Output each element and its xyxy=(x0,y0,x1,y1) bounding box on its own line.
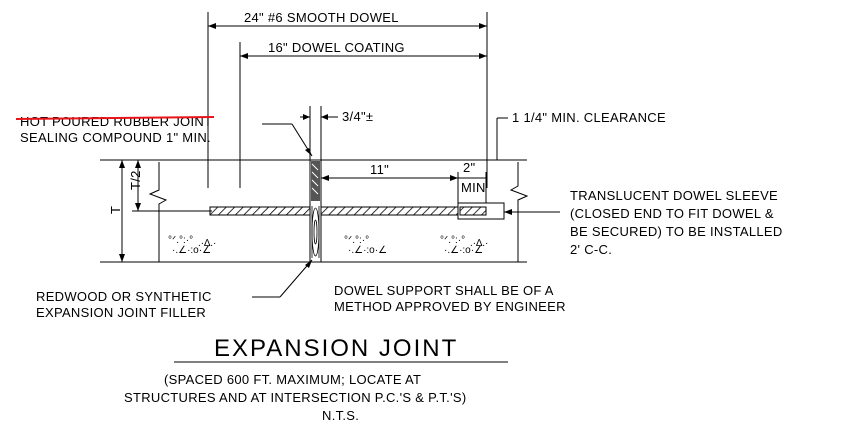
joint-width-label: 3/4"± xyxy=(342,109,373,124)
sealing-leader xyxy=(262,123,313,157)
support-label-line2: METHOD APPROVED BY ENGINEER xyxy=(334,299,566,314)
coating-label: 16" DOWEL COATING xyxy=(268,40,405,55)
sleeve-leader xyxy=(504,209,560,215)
coating-dimension xyxy=(239,42,487,188)
svg-text:°ᐟ.°:·°: °ᐟ.°:·° xyxy=(440,235,465,246)
dowel-label: 24" #6 SMOOTH DOWEL xyxy=(244,10,399,25)
svg-text:·.∠·:o·∠: ·.∠·:o·∠ xyxy=(348,245,387,256)
dowel-bar xyxy=(209,206,459,216)
sleeve-label-line4: 2' C-C. xyxy=(570,242,612,257)
joint-filler xyxy=(309,159,322,263)
filler-label-line2: EXPANSION JOINT FILLER xyxy=(36,305,206,320)
nts-label: N.T.S. xyxy=(322,408,359,423)
joint-width-dimension xyxy=(300,106,338,160)
svg-text:°ᐟ.°:·°: °ᐟ.°:·° xyxy=(168,235,193,246)
filler-label-line1: REDWOOD OR SYNTHETIC xyxy=(36,289,212,304)
thickness-label: T xyxy=(108,206,123,214)
support-label-line1: DOWEL SUPPORT SHALL BE OF A xyxy=(334,283,554,298)
concrete-aggregate: °ᐟ.°:·° ·.∠·:o·∠ .·∆.· °ᐟ.°:·° ·.∠·:o·∠ … xyxy=(168,235,488,256)
strike-through-line xyxy=(15,116,215,120)
svg-text:.·∆.·: .·∆.· xyxy=(470,238,488,249)
sealing-label-line1: HOT POURED RUBBER JOINT xyxy=(20,114,212,129)
sleeve-label-line2: (CLOSED END TO FIT DOWEL & xyxy=(570,206,774,221)
eleven-label: 11" xyxy=(370,162,389,177)
two-inch-label: 2" xyxy=(463,160,476,175)
sleeve-label-line1: TRANSLUCENT DOWEL SLEEVE xyxy=(570,188,778,203)
sleeve-label-line3: BE SECURED) TO BE INSTALLED xyxy=(570,224,783,239)
sealing-label-line2: SEALING COMPOUND 1" MIN. xyxy=(20,130,211,145)
dowel-dimension xyxy=(207,12,488,188)
thickness-dimension xyxy=(119,160,212,262)
filler-leader xyxy=(252,259,313,298)
dowel-sleeve xyxy=(457,202,505,220)
eleven-dimension xyxy=(321,175,458,181)
note-line1: (SPACED 600 FT. MAXIMUM; LOCATE AT xyxy=(164,372,421,387)
svg-text:°ᐟ.°:·°: °ᐟ.°:·° xyxy=(344,235,369,246)
note-line2: STRUCTURES AND AT INTERSECTION P.C.'S & … xyxy=(124,390,466,405)
clearance-label: 1 1/4" MIN. CLEARANCE xyxy=(512,110,666,125)
svg-text:·.∠·:o·∠: ·.∠·:o·∠ xyxy=(444,245,483,256)
svg-text:·.∠·:o·∠: ·.∠·:o·∠ xyxy=(172,245,211,256)
two-inch-dimension xyxy=(457,172,487,203)
min-label: MIN xyxy=(461,180,486,195)
svg-text:.·∆.·: .·∆.· xyxy=(198,238,216,249)
half-thickness-label: T/2 xyxy=(128,170,143,190)
detail-title: EXPANSION JOINT xyxy=(214,335,458,362)
clearance-leader xyxy=(496,117,508,160)
